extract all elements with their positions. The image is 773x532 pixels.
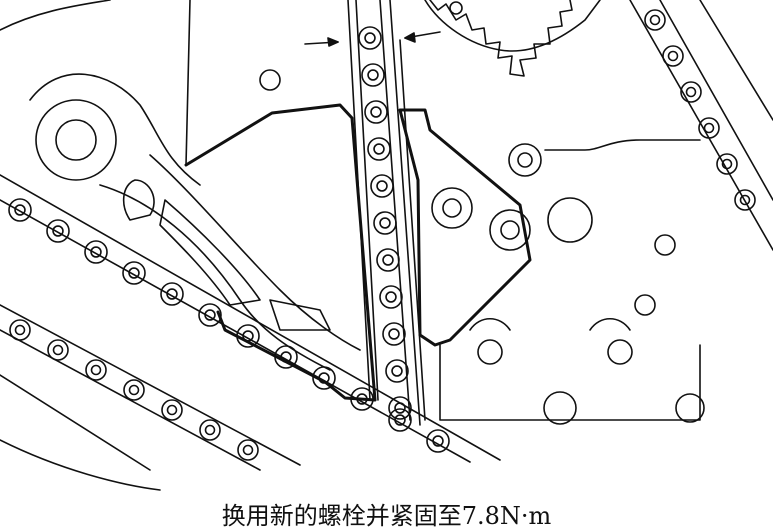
- figure-caption: 换用新的螺栓并紧固至7.8N·m: [221, 502, 552, 530]
- chain-pin: [394, 414, 406, 426]
- chain-link: [716, 153, 738, 175]
- chain-pin: [370, 106, 382, 118]
- chain-pin: [382, 254, 394, 266]
- chain-link: [426, 429, 450, 453]
- chain-pin: [166, 404, 178, 416]
- chain-link: [388, 408, 412, 432]
- chain-link: [46, 219, 70, 243]
- chain-pin: [376, 180, 388, 192]
- chain-link: [160, 282, 184, 306]
- chain-pin: [373, 143, 385, 155]
- chain-link: [734, 189, 756, 211]
- clearance-arrows: [304, 31, 441, 47]
- chain-link: [370, 174, 394, 198]
- chain-pin: [52, 344, 64, 356]
- chain-pin: [204, 424, 216, 436]
- chain-link: [9, 319, 31, 341]
- chain-pin: [703, 122, 715, 134]
- chain-pin: [90, 364, 102, 376]
- chain-link: [85, 359, 107, 381]
- chain-link: [364, 100, 388, 124]
- chain-link: [644, 9, 666, 31]
- chain-pin: [364, 32, 376, 44]
- tensioner-bolts: [431, 187, 531, 251]
- chain-pin: [721, 158, 733, 170]
- background-lines: [0, 0, 191, 491]
- timing-chain-right: [629, 0, 773, 251]
- chain-pin: [367, 69, 379, 81]
- chain-pin: [14, 204, 26, 216]
- chain-pin: [388, 328, 400, 340]
- engine-housing: [259, 69, 705, 425]
- chain-link: [199, 419, 221, 441]
- chain-pin: [128, 267, 140, 279]
- chain-pin: [379, 217, 391, 229]
- chain-pin: [242, 444, 254, 456]
- chain-link: [122, 261, 146, 285]
- chain-link: [662, 45, 684, 67]
- chain-pin: [391, 365, 403, 377]
- chain-link: [361, 63, 385, 87]
- chain-link: [373, 211, 397, 235]
- chain-pin: [667, 50, 679, 62]
- chain-pin: [128, 384, 140, 396]
- chain-link: [8, 198, 32, 222]
- chain-pin: [204, 309, 216, 321]
- chain-link: [236, 324, 260, 348]
- chain-link: [382, 322, 406, 346]
- chain-link: [237, 439, 259, 461]
- chain-link: [358, 26, 382, 50]
- camshaft-sprocket: [424, 0, 601, 77]
- chain-link: [367, 137, 391, 161]
- chain-link: [84, 240, 108, 264]
- chain-link: [47, 339, 69, 361]
- timing-chain-vertical: [347, 0, 426, 426]
- chain-pin: [649, 14, 661, 26]
- chain-pin: [432, 435, 444, 447]
- chain-pin: [385, 291, 397, 303]
- chain-link: [379, 285, 403, 309]
- chain-link: [698, 117, 720, 139]
- chain-pin: [52, 225, 64, 237]
- timing-chain-diagonal: [0, 174, 501, 471]
- chain-tensioner: [184, 103, 532, 402]
- chain-link: [376, 248, 400, 272]
- chain-link: [123, 379, 145, 401]
- chain-pin: [166, 288, 178, 300]
- chain-pin: [685, 86, 697, 98]
- chain-link: [388, 396, 412, 420]
- chain-link: [385, 359, 409, 383]
- chain-link: [680, 81, 702, 103]
- chain-pin: [14, 324, 26, 336]
- chain-pin: [739, 194, 751, 206]
- chain-guide-arm: [29, 73, 361, 371]
- chain-link: [198, 303, 222, 327]
- chain-link: [161, 399, 183, 421]
- chain-pin: [90, 246, 102, 258]
